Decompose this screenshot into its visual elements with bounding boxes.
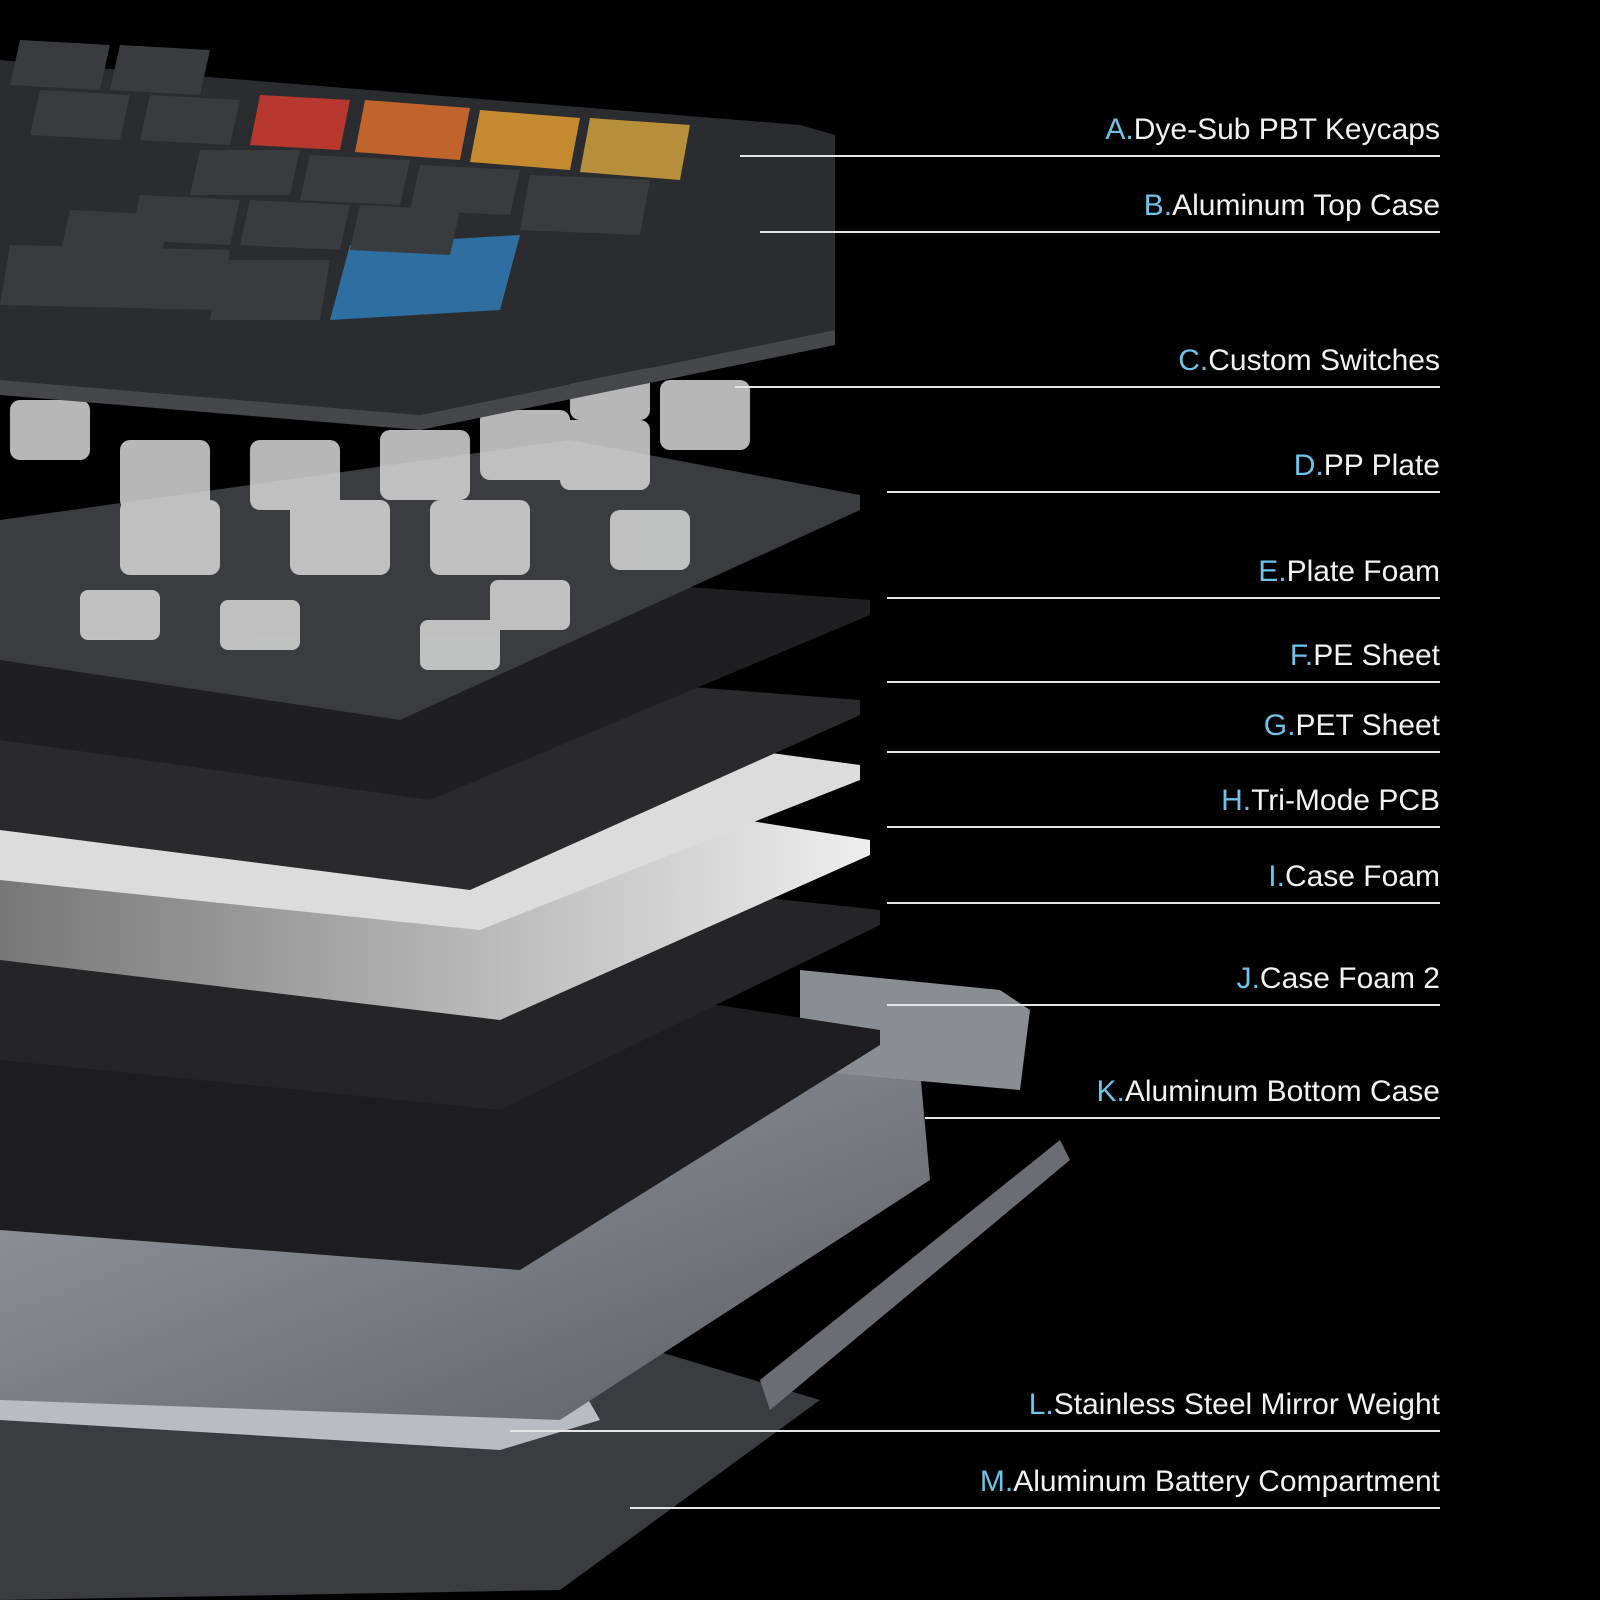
part-letter: B.	[1143, 189, 1173, 222]
part-name: Dye-Sub PBT Keycaps	[1133, 113, 1440, 146]
leader-line	[887, 1004, 1440, 1006]
part-letter: L.	[1028, 1388, 1054, 1421]
part-letter: E.	[1258, 555, 1287, 588]
leader-line	[887, 491, 1440, 493]
leader-line	[887, 681, 1440, 683]
part-label: A.Dye-Sub PBT Keycaps	[1105, 113, 1440, 147]
part-name: Plate Foam	[1286, 555, 1440, 588]
part-label: K.Aluminum Bottom Case	[1097, 1075, 1440, 1109]
part-label: E.Plate Foam	[1258, 555, 1440, 589]
part-label: I.Case Foam	[1268, 860, 1440, 894]
part-name: Aluminum Top Case	[1172, 189, 1440, 222]
keycaps	[0, 40, 690, 320]
leader-line	[887, 902, 1440, 904]
part-letter: H.	[1221, 784, 1252, 817]
part-letter: I.	[1268, 860, 1285, 893]
part-label: G.PET Sheet	[1264, 709, 1440, 743]
leader-line	[740, 155, 1440, 157]
part-name: Aluminum Bottom Case	[1124, 1075, 1440, 1108]
part-letter: K.	[1096, 1075, 1125, 1108]
leader-line	[760, 231, 1440, 233]
leader-line	[925, 1117, 1440, 1119]
part-name: PP Plate	[1323, 449, 1440, 482]
leader-line	[510, 1430, 1440, 1432]
leader-line	[630, 1507, 1440, 1509]
leader-line	[887, 826, 1440, 828]
part-letter: J.	[1236, 962, 1260, 995]
part-label: M.Aluminum Battery Compartment	[980, 1465, 1440, 1499]
part-letter: F.	[1289, 639, 1314, 672]
part-letter: C.	[1178, 344, 1209, 377]
part-name: Aluminum Battery Compartment	[1013, 1465, 1440, 1498]
part-name: PET Sheet	[1295, 709, 1440, 742]
part-letter: G.	[1263, 709, 1296, 742]
part-name: Tri-Mode PCB	[1251, 784, 1440, 817]
part-letter: D.	[1293, 449, 1324, 482]
part-name: Stainless Steel Mirror Weight	[1053, 1388, 1440, 1421]
part-label: H.Tri-Mode PCB	[1221, 784, 1440, 818]
leader-line	[887, 597, 1440, 599]
part-label: B.Aluminum Top Case	[1144, 189, 1440, 223]
top-case-edge	[0, 330, 835, 430]
leader-line	[735, 386, 1440, 388]
leader-line	[887, 751, 1440, 753]
part-label: L.Stainless Steel Mirror Weight	[1029, 1388, 1440, 1422]
part-label: J.Case Foam 2	[1237, 962, 1440, 996]
part-label: F.PE Sheet	[1290, 639, 1440, 673]
part-letter: A.	[1105, 113, 1134, 146]
part-label: D.PP Plate	[1294, 449, 1440, 483]
part-label: C.Custom Switches	[1178, 344, 1440, 378]
part-name: Case Foam 2	[1259, 962, 1440, 995]
bottom-case-side	[760, 1140, 1070, 1410]
part-letter: M.	[979, 1465, 1014, 1498]
part-name: Custom Switches	[1208, 344, 1440, 377]
switches	[10, 360, 750, 670]
part-name: PE Sheet	[1313, 639, 1440, 672]
part-name: Case Foam	[1284, 860, 1440, 893]
bottom-case-rear	[800, 970, 1030, 1090]
